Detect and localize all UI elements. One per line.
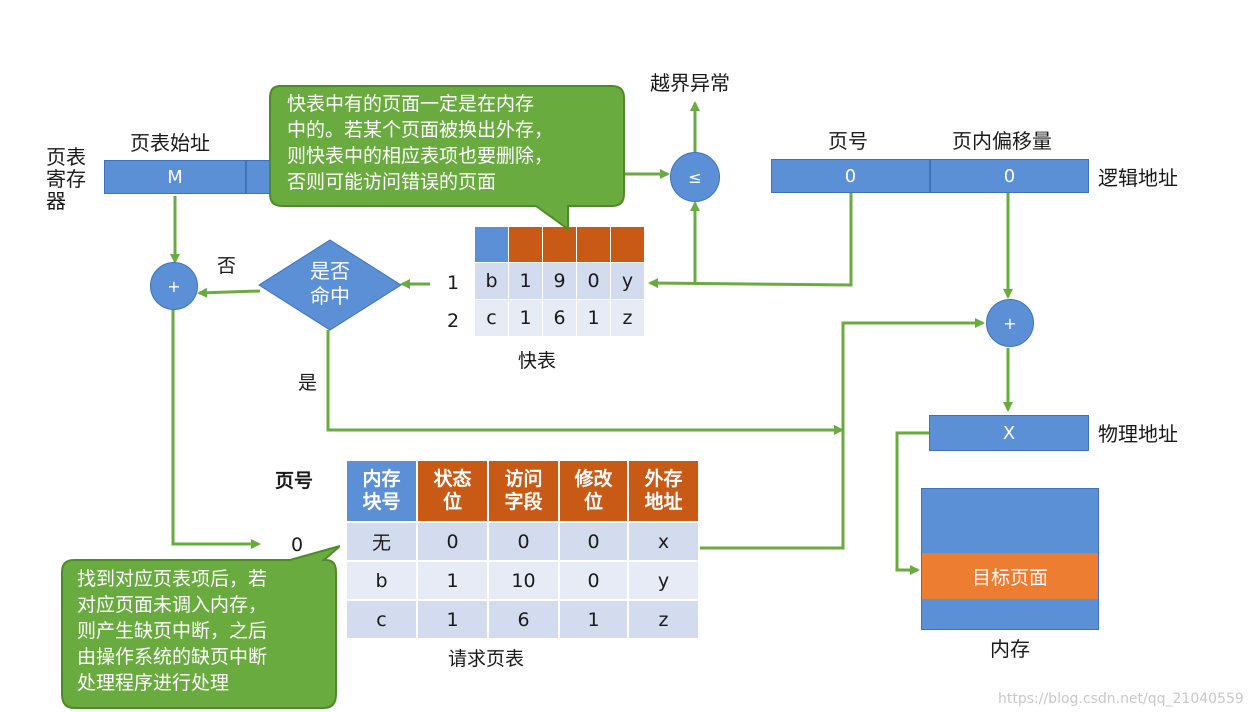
pt-header-access: 访问字段	[487, 459, 560, 523]
physical-address-label: 物理地址	[1098, 422, 1178, 446]
tlb-note-line: 则快表中的相应表项也要删除，	[287, 145, 554, 167]
pt-cell: 0	[487, 521, 560, 562]
compare-node: ≤	[670, 152, 720, 202]
pt-register-line-3: 器	[46, 189, 66, 213]
page-table-row: 无 0 0 0 x	[345, 521, 700, 562]
tlb-header-row	[474, 226, 645, 263]
page-table-base-label: 页表始址	[130, 131, 210, 155]
tlb-note-bubble	[269, 85, 625, 231]
tlb-header-cell	[474, 226, 509, 263]
logical-page-number: 0	[771, 159, 930, 193]
tlb-row-number-2: 2	[447, 310, 460, 332]
page-number-value: 0	[844, 165, 857, 187]
pt-cell: 1	[416, 560, 489, 601]
pt-cell: c	[345, 599, 418, 640]
tlb-cell: c	[474, 299, 509, 337]
page-number-bold-label: 页号	[275, 470, 314, 492]
pt-cell: 1	[416, 599, 489, 640]
tlb-header-cell	[542, 226, 577, 263]
page-table-register: M	[104, 160, 246, 194]
tlb-cell: 1	[508, 299, 543, 337]
fault-note-line: 找到对应页表项后，若	[77, 568, 268, 590]
tlb-caption: 快表	[518, 350, 557, 372]
memory-caption: 内存	[990, 637, 1030, 661]
adder-left: +	[150, 262, 198, 310]
logical-offset: 0	[930, 159, 1089, 193]
tlb-note-text: 快表中有的页面一定是在内存 中的。若某个页面被换出外存， 则快表中的相应表项也要…	[287, 91, 553, 195]
watermark: https://blog.csdn.net/qq_21040559	[998, 691, 1244, 707]
pt-cell: y	[627, 560, 700, 601]
pt-register-value: M	[167, 166, 183, 188]
offset-label: 页内偏移量	[952, 129, 1052, 153]
tlb-cell: 0	[576, 262, 611, 300]
fault-note-line: 处理程序进行处理	[77, 672, 230, 694]
adder-right-symbol: +	[1003, 313, 1017, 333]
pt-cell: 无	[345, 521, 418, 562]
tlb-note-line: 否则可能访问错误的页面	[287, 171, 497, 193]
tlb-cell: y	[610, 262, 645, 300]
tlb-header-cell	[508, 226, 543, 263]
target-page: 目标页面	[922, 553, 1098, 599]
compare-symbol: ≤	[688, 167, 702, 187]
physical-address-box: X	[929, 415, 1089, 451]
out-of-bounds-label: 越界异常	[650, 71, 730, 95]
page-table-row-index: 0	[291, 534, 304, 556]
hit-decision-text: 是否 命中	[300, 259, 360, 309]
tlb-cell: 1	[508, 262, 543, 300]
tlb-cell: z	[610, 299, 645, 337]
tlb-row: c 1 6 1 z	[474, 299, 645, 337]
tlb-row: b 1 9 0 y	[474, 262, 645, 300]
tlb-cell: 6	[542, 299, 577, 337]
pt-cell: 0	[558, 521, 629, 562]
fault-note-line: 则产生缺页中断，之后	[77, 620, 268, 642]
fault-note-line: 由操作系统的缺页中断	[77, 646, 268, 668]
physical-address-value: X	[1002, 422, 1016, 444]
no-label: 否	[217, 255, 237, 277]
pt-cell: 1	[558, 599, 629, 640]
pt-header-disk: 外存地址	[627, 459, 700, 523]
pt-cell: z	[627, 599, 700, 640]
hit-line-1: 是否	[310, 259, 350, 283]
tlb-header-cell	[610, 226, 645, 263]
page-table-row: c 1 6 1 z	[345, 599, 700, 640]
offset-value: 0	[1003, 165, 1016, 187]
pt-cell: x	[627, 521, 700, 562]
pt-register-line-1: 页表	[46, 145, 86, 169]
adder-right: +	[986, 299, 1034, 347]
yes-label: 是	[298, 372, 318, 394]
tlb-cell: 1	[576, 299, 611, 337]
logical-address-label: 逻辑地址	[1098, 166, 1178, 190]
tlb-row-number-1: 1	[447, 272, 460, 294]
tlb-table: b 1 9 0 y c 1 6 1 z	[474, 226, 645, 337]
pt-cell: 10	[487, 560, 560, 601]
pt-register-line-2: 寄存	[46, 167, 86, 191]
fault-note-line: 对应页面未调入内存，	[77, 594, 268, 616]
adder-left-symbol: +	[167, 276, 181, 296]
fault-note-bubble	[61, 545, 340, 709]
pt-header-frame: 内存块号	[345, 459, 418, 523]
pt-header-valid: 状态位	[416, 459, 489, 523]
request-page-table: 内存块号 状态位 访问字段 修改位 外存地址 无 0 0 0 x b 1 10 …	[345, 459, 700, 640]
pt-header-modified: 修改位	[558, 459, 629, 523]
fault-note-text: 找到对应页表项后，若 对应页面未调入内存， 则产生缺页中断，之后 由操作系统的缺…	[77, 566, 267, 696]
target-page-label: 目标页面	[971, 566, 1048, 589]
hit-decision-diamond	[258, 239, 402, 331]
pt-cell: 0	[558, 560, 629, 601]
tlb-note-line: 中的。若某个页面被换出外存，	[287, 119, 554, 141]
tlb-cell: 9	[542, 262, 577, 300]
page-table-header-row: 内存块号 状态位 访问字段 修改位 外存地址	[345, 459, 700, 523]
hit-line-2: 命中	[310, 284, 350, 308]
tlb-header-cell	[576, 226, 611, 263]
page-table-row: b 1 10 0 y	[345, 560, 700, 601]
tlb-note-line: 快表中有的页面一定是在内存	[287, 93, 535, 115]
page-table-register-label: 页表 寄存 器	[46, 146, 86, 212]
pt-cell: 0	[416, 521, 489, 562]
pt-cell: b	[345, 560, 418, 601]
pt-cell: 6	[487, 599, 560, 640]
page-number-label: 页号	[828, 129, 868, 153]
page-table-caption: 请求页表	[448, 648, 525, 670]
tlb-cell: b	[474, 262, 509, 300]
